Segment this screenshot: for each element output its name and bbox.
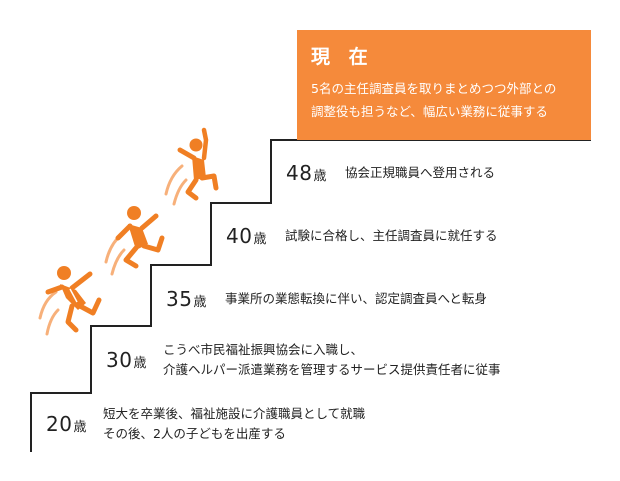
age-number: 35	[166, 287, 193, 311]
step-35: 35歳 事業所の業態転換に伴い、認定調査員へと転身	[166, 287, 487, 311]
current-line: 5名の主任調査員を取りまとめつつ外部との	[311, 81, 557, 96]
age-number: 30	[106, 348, 133, 372]
jumping-person-icon	[164, 127, 219, 206]
step-description: 協会正規職員へ登用される	[344, 165, 495, 180]
jumping-person-icon	[38, 266, 102, 336]
step-30: 30歳 こうべ市民福祉振興協会に入職し、 介護ヘルパー派遣業務を管理するサービス…	[106, 340, 500, 380]
age-unit: 歳	[313, 169, 327, 184]
current-line: 調整役も担うなど、幅広い業務に従事する	[311, 104, 548, 119]
age-unit: 歳	[253, 232, 267, 247]
step-description: こうべ市民福祉振興協会に入職し、 介護ヘルパー派遣業務を管理するサービス提供責任…	[163, 340, 501, 380]
step-description: 試験に合格し、主任調査員に就任する	[284, 228, 498, 243]
step-line: 介護ヘルパー派遣業務を管理するサービス提供責任者に従事	[162, 362, 501, 377]
step-description: 短大を卒業後、福祉施設に介護職員として就職 その後、2人の子どもを出産する	[103, 404, 365, 444]
step-40: 40歳 試験に合格し、主任調査員に就任する	[226, 224, 497, 248]
jumping-person-icon	[104, 206, 165, 276]
current-description: 5名の主任調査員を取りまとめつつ外部との 調整役も担うなど、幅広い業務に従事する	[311, 77, 591, 123]
age-number: 20	[46, 412, 73, 436]
step-line: その後、2人の子どもを出産する	[102, 426, 286, 441]
age-unit: 歳	[193, 295, 207, 310]
step-age: 40歳	[226, 224, 267, 248]
step-description: 事業所の業態転換に伴い、認定調査員へと転身	[224, 291, 487, 306]
step-age: 20歳	[46, 412, 87, 436]
stair-outline	[30, 139, 591, 452]
age-unit: 歳	[73, 420, 87, 435]
step-age: 48歳	[286, 161, 327, 185]
step-48: 48歳 協会正規職員へ登用される	[286, 161, 495, 185]
current-title: 現 在	[311, 46, 374, 68]
step-line: 短大を卒業後、福祉施設に介護職員として就職	[102, 406, 366, 421]
age-unit: 歳	[133, 356, 147, 371]
step-age: 35歳	[166, 287, 207, 311]
age-number: 48	[286, 161, 313, 185]
current-status-box: 現 在 5名の主任調査員を取りまとめつつ外部との 調整役も担うなど、幅広い業務に…	[297, 30, 591, 140]
age-number: 40	[226, 224, 253, 248]
step-20: 20歳 短大を卒業後、福祉施設に介護職員として就職 その後、2人の子どもを出産す…	[46, 404, 365, 444]
step-line: こうべ市民福祉振興協会に入職し、	[162, 342, 363, 357]
step-age: 30歳	[106, 348, 147, 372]
